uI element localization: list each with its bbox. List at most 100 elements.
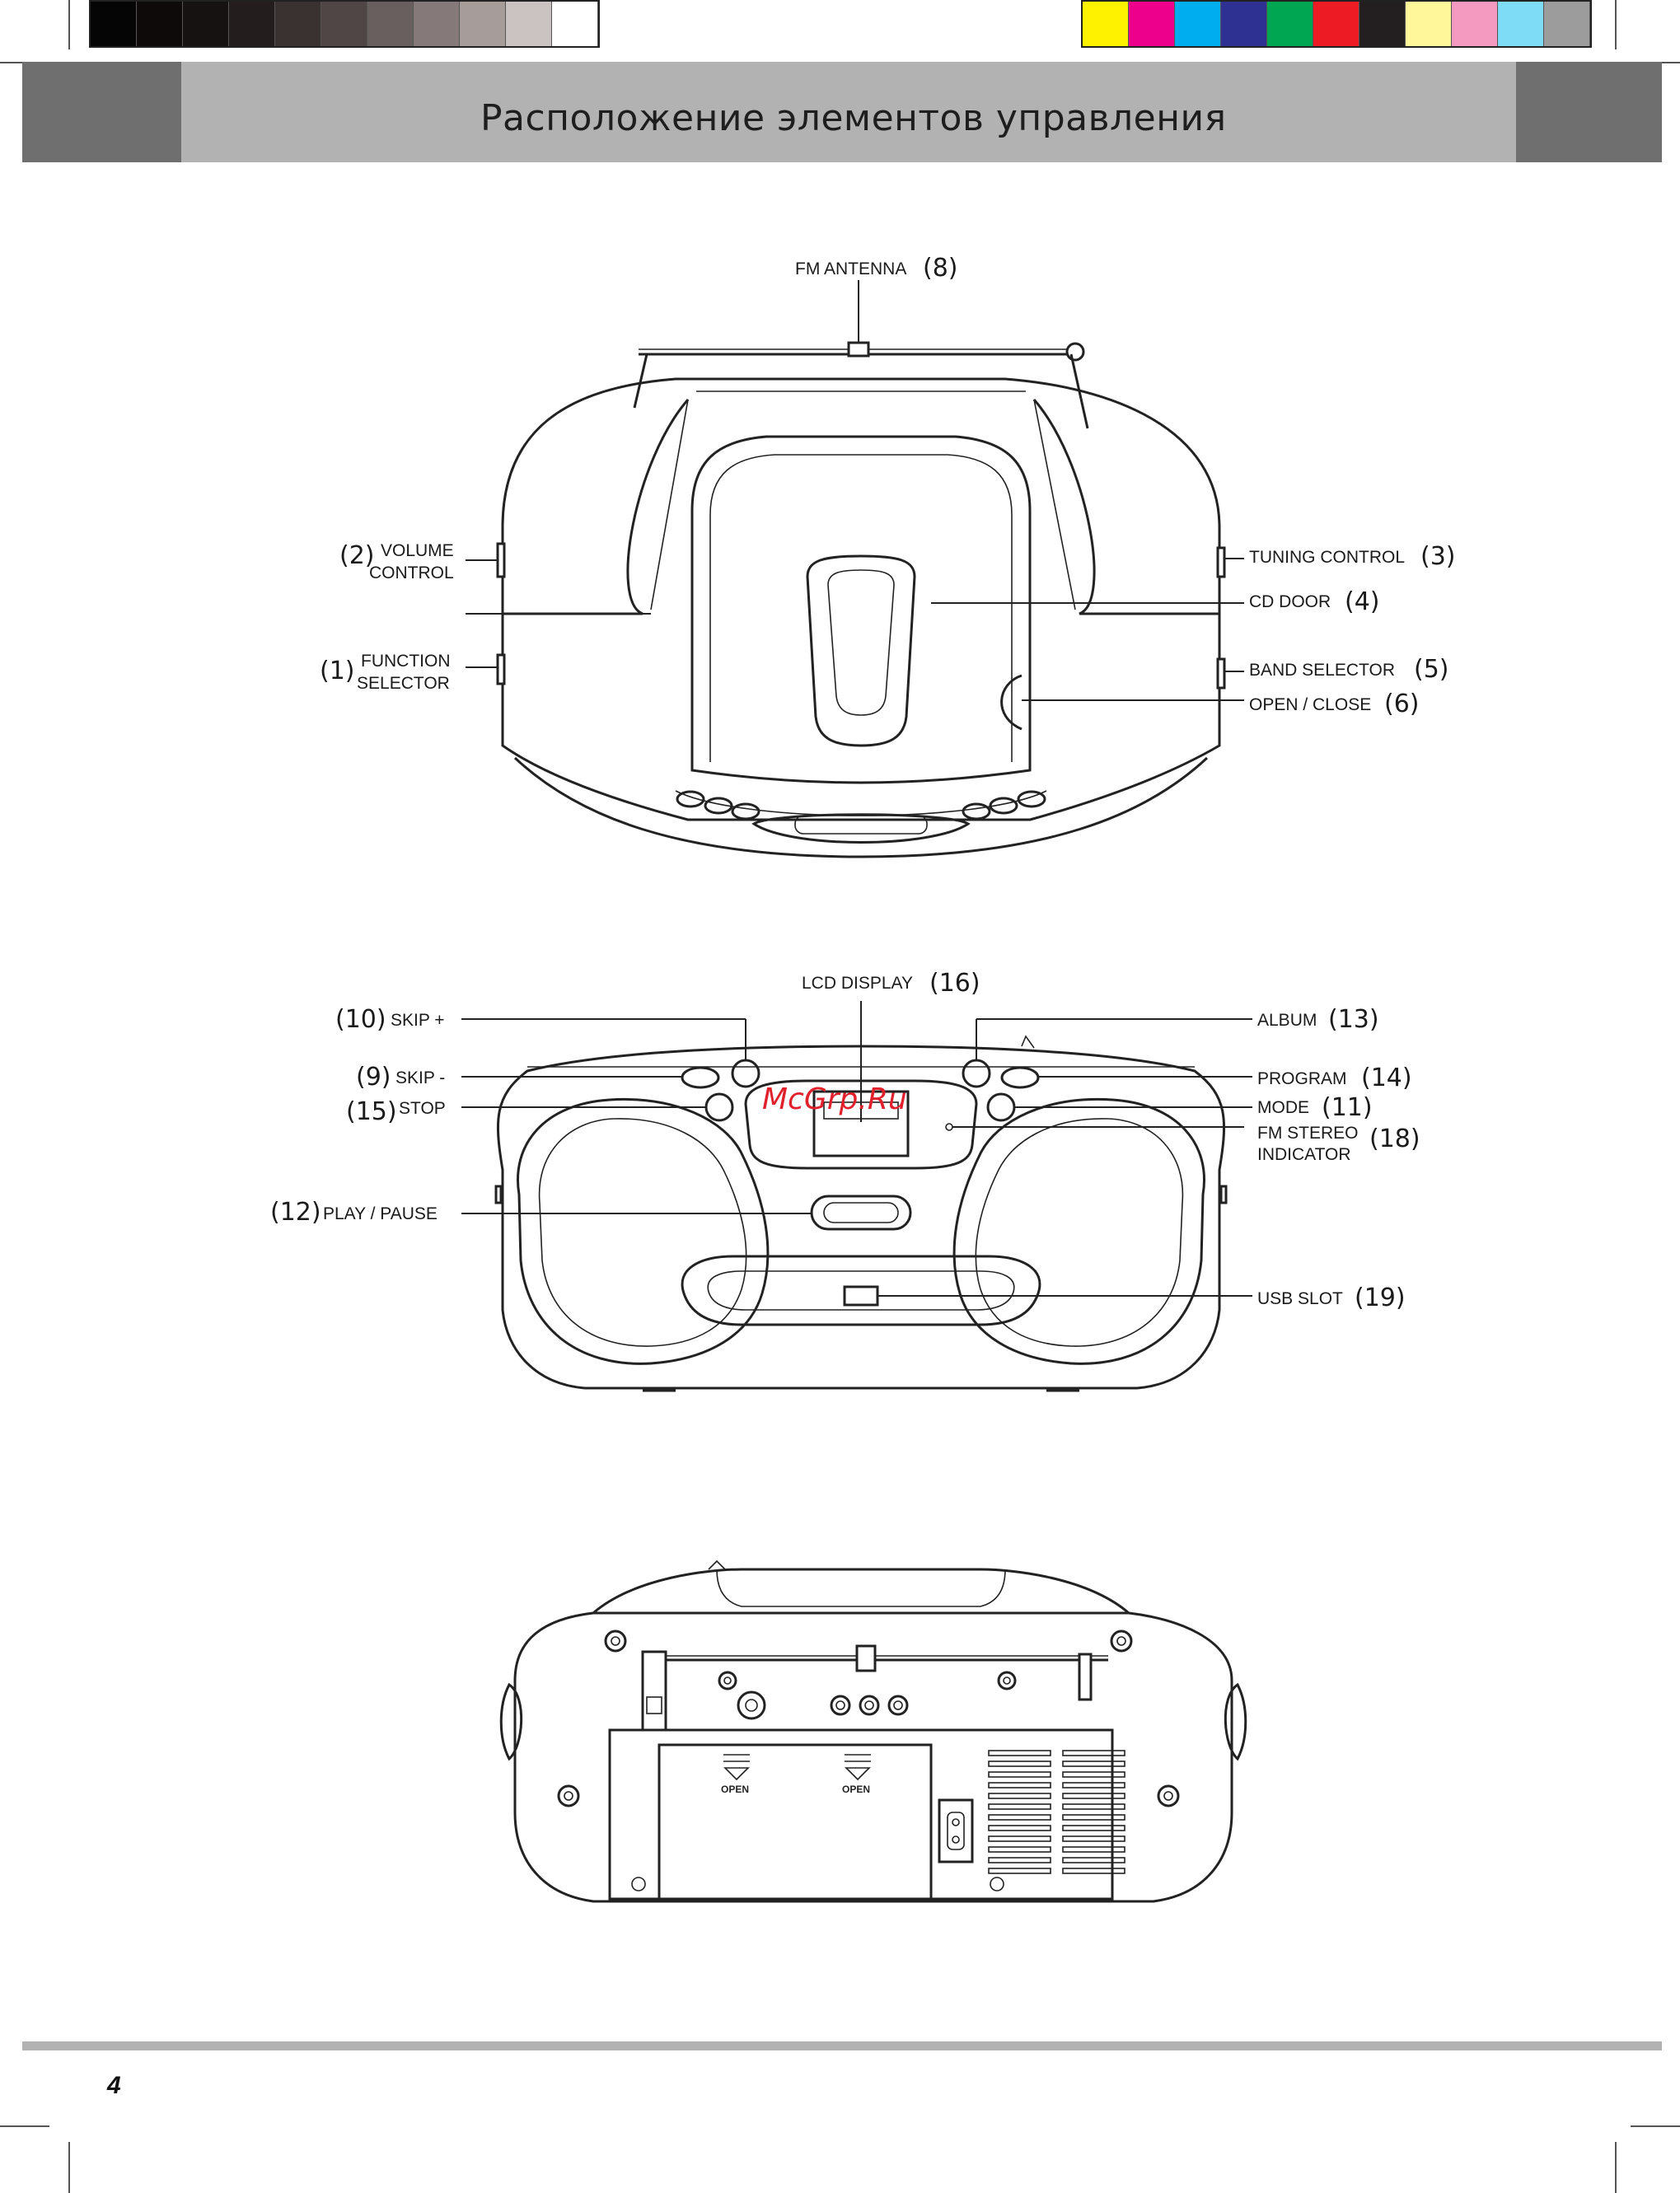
stop-button-shape (704, 1092, 734, 1122)
color-swatch (367, 2, 414, 46)
battery-door (657, 1743, 933, 1903)
color-swatch (1221, 2, 1267, 46)
cd-door-lid (690, 435, 1032, 784)
vent-slot (988, 1814, 1051, 1821)
rear-view-diagram: OPEN OPEN (499, 1559, 1247, 1903)
lcd-display-label: LCD DISPLAY (802, 974, 913, 993)
album-number: (13) (1328, 1005, 1379, 1034)
color-swatch (1544, 2, 1590, 46)
vent-slot (1062, 1782, 1125, 1789)
vent-slot (1062, 1835, 1125, 1842)
front-control-panel (744, 1079, 978, 1170)
aux-jack (737, 1690, 766, 1720)
play-pause-number: (12) (270, 1198, 321, 1227)
color-swatch (1083, 2, 1129, 46)
color-swatch (1129, 2, 1175, 46)
color-swatch (460, 2, 506, 46)
color-swatch (1452, 2, 1498, 46)
cd-door-number: (4) (1345, 587, 1380, 616)
tuning-control-number: (3) (1420, 542, 1456, 571)
skip-minus-label: SKIP - (395, 1068, 445, 1087)
fm-antenna-number: (8) (923, 254, 958, 283)
crop-mark (1615, 0, 1617, 49)
vent-slot (1062, 1857, 1125, 1863)
volume-knob (496, 542, 506, 578)
front-handle (681, 1255, 1041, 1326)
top-view-front-buttons (676, 790, 1046, 844)
vent-slot (988, 1803, 1051, 1810)
usb-slot-number: (19) (1355, 1284, 1406, 1312)
page-number: 4 (107, 2072, 121, 2099)
function-selector-label-1: FUNCTION (361, 652, 451, 671)
color-swatch (137, 2, 183, 46)
function-knob (496, 653, 506, 685)
color-swatch (229, 2, 275, 46)
grayscale-swatch-strip (89, 0, 600, 48)
skip-plus-number: (10) (335, 1005, 386, 1034)
crop-mark (0, 2125, 49, 2127)
stop-number: (15) (346, 1097, 397, 1126)
color-swatch (1313, 2, 1359, 46)
tuning-control-label: TUNING CONTROL (1249, 548, 1405, 567)
open-close-number: (6) (1384, 690, 1420, 718)
battery-open-arrows (723, 1754, 871, 1781)
vent-slot (988, 1835, 1051, 1842)
crop-mark (68, 0, 70, 49)
cd-door-label: CD DOOR (1249, 592, 1331, 611)
vent-slot (1062, 1771, 1125, 1778)
mode-button-shape (986, 1092, 1016, 1122)
function-selector-label-2: SELECTOR (357, 674, 450, 693)
function-selector-number: (1) (320, 657, 355, 685)
battery-open-label-2: OPEN (842, 1784, 870, 1795)
program-button-shape (1000, 1066, 1040, 1089)
watermark: McGrp.Ru (762, 1082, 907, 1116)
header-left-block (22, 62, 181, 162)
vent-slot (988, 1750, 1051, 1756)
fm-stereo-label-1: FM STEREO (1257, 1124, 1359, 1143)
vent-slot (1062, 1825, 1125, 1831)
header-right-block (1516, 62, 1662, 162)
album-button-shape (962, 1059, 991, 1088)
front-view-diagram (461, 1001, 1252, 1392)
program-label: PROGRAM (1257, 1069, 1347, 1088)
crop-mark (68, 2142, 70, 2193)
volume-control-label-1: VOLUME (381, 541, 454, 560)
usb-slot-label: USB SLOT (1257, 1289, 1343, 1308)
color-swatch (321, 2, 367, 46)
vent-slot (988, 1846, 1051, 1853)
vent-slot (988, 1760, 1051, 1767)
mode-label: MODE (1257, 1098, 1309, 1117)
top-view-diagram (466, 280, 1244, 858)
ac-power-socket (938, 1798, 974, 1863)
play-pause-button-shape (810, 1195, 912, 1231)
program-number: (14) (1361, 1064, 1412, 1092)
rear-view-body-outline (513, 1611, 1233, 1903)
rear-vents (988, 1750, 1125, 1874)
top-view-body-outline (501, 377, 1221, 821)
color-swatch (552, 2, 598, 46)
vent-slot (1062, 1750, 1125, 1756)
color-swatch (1406, 2, 1452, 46)
fm-stereo-label-2: INDICATOR (1257, 1145, 1351, 1164)
color-swatch (183, 2, 229, 46)
volume-control-label-2: CONTROL (369, 563, 454, 582)
header-band (22, 62, 1662, 162)
color-swatch (1175, 2, 1221, 46)
crop-mark (1615, 2142, 1617, 2193)
tuning-knob (1216, 546, 1226, 578)
skip-plus-button-shape (731, 1059, 760, 1088)
vent-slot (988, 1793, 1051, 1799)
skip-plus-label: SKIP + (391, 1011, 445, 1030)
open-close-label: OPEN / CLOSE (1249, 695, 1371, 714)
vent-slot (988, 1868, 1051, 1874)
skip-minus-button-shape (681, 1066, 720, 1089)
battery-open-label-1: OPEN (721, 1784, 749, 1795)
volume-control-number: (2) (339, 541, 375, 570)
page-title: Расположение элементов управления (480, 97, 1227, 139)
stop-label: STOP (399, 1099, 446, 1118)
color-swatch (275, 2, 321, 46)
vent-slot (1062, 1760, 1125, 1767)
vent-slot (988, 1857, 1051, 1863)
color-swatch (506, 2, 552, 46)
cd-door-handle (806, 554, 916, 747)
